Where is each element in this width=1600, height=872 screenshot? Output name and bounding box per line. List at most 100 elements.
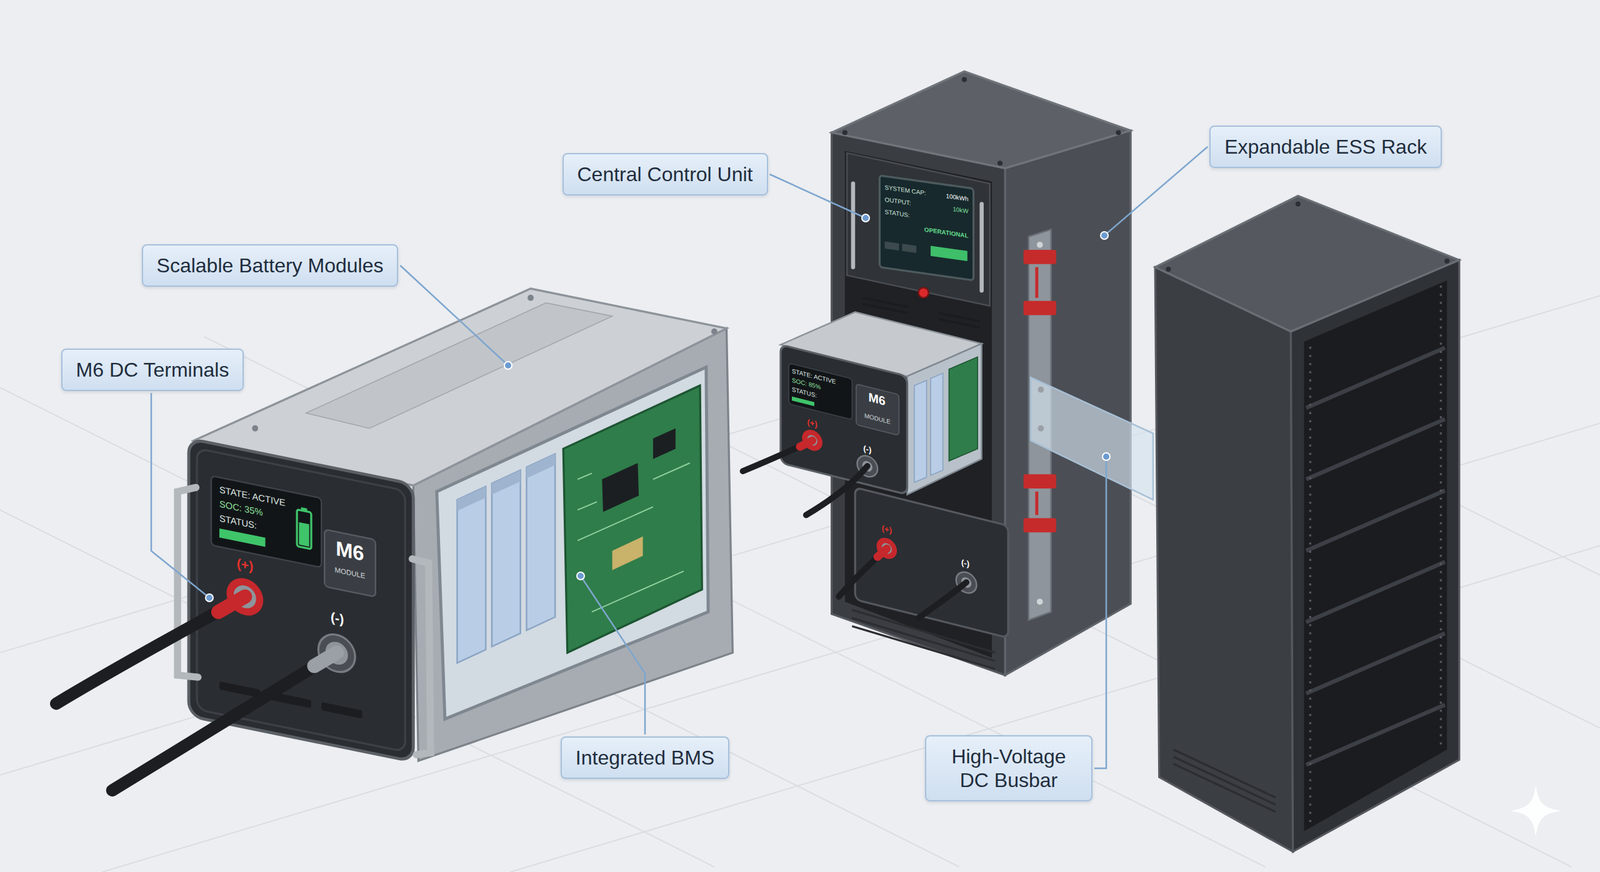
- rack-module-upper: [856, 384, 900, 436]
- callout-box: M6 DC Terminals: [61, 348, 245, 392]
- control-screen: [879, 175, 974, 281]
- module-front: [301, 507, 308, 512]
- panel-text: (-): [330, 610, 344, 627]
- empty-rack: [1306, 348, 1445, 766]
- ess-rack: [930, 373, 944, 476]
- panel-text: MODULE: [335, 566, 366, 580]
- ess-rack: [846, 153, 990, 307]
- leader-dot: [205, 594, 214, 602]
- battery-module: [526, 454, 555, 631]
- empty-rack: [1173, 750, 1276, 813]
- callout-box: High-Voltage DC Busbar: [925, 735, 1093, 803]
- ess-rack: [800, 440, 813, 447]
- callout-box: Expandable ESS Rack: [1209, 125, 1442, 169]
- module-front: [324, 529, 376, 597]
- leader-line: [1104, 146, 1208, 236]
- empty-rack: [1155, 195, 1460, 852]
- battery-module: [612, 536, 644, 571]
- battery-module: [527, 295, 534, 302]
- control-screen: [885, 241, 900, 251]
- battery-module: [412, 559, 431, 755]
- panel-frame: SYSTEM CAP:100kWhOUTPUT:10kWSTATUS:OPERA…: [879, 175, 974, 281]
- leader-dot: [1102, 453, 1110, 461]
- panel-text: 10kW: [952, 206, 969, 215]
- ess-rack: [851, 610, 995, 670]
- ess-rack: [842, 130, 848, 135]
- panel-text: (+): [236, 556, 254, 574]
- panel-text: (-): [863, 445, 872, 455]
- battery-module: [491, 470, 521, 647]
- battery-module: [577, 463, 690, 612]
- ess-rack: [1030, 377, 1154, 500]
- empty-rack: [1444, 258, 1450, 264]
- rack-module-upper: [791, 396, 815, 407]
- battery-module: [112, 653, 337, 791]
- battery-module: [601, 463, 639, 512]
- ess-rack: [948, 356, 978, 462]
- ess-rack: [806, 466, 868, 515]
- leader-line: [400, 265, 509, 366]
- empty-rack: [1165, 266, 1171, 272]
- callout-label: Expandable ESS Rack: [1224, 135, 1427, 159]
- ess-rack: [1036, 241, 1044, 249]
- module-front: [188, 438, 414, 762]
- ess-rack: [961, 76, 967, 82]
- battery-module: [218, 596, 245, 612]
- empty-rack: [1295, 201, 1301, 207]
- ess-rack: [1023, 250, 1057, 265]
- ess-rack: [1036, 598, 1044, 605]
- battery-module: [56, 596, 245, 704]
- ess-rack: [1115, 130, 1121, 135]
- callout-box: Central Control Unit: [562, 153, 769, 196]
- rack-module-lower: [876, 536, 897, 562]
- battery-module: [251, 425, 259, 432]
- module-front: [196, 448, 405, 753]
- ess-rack: [1037, 386, 1044, 394]
- panel-frame: STATE: ACTIVESOC: 35%STATUS:M6MODULE(+)(…: [188, 438, 414, 762]
- empty-rack: [1310, 285, 1441, 827]
- battery-module: [526, 454, 555, 479]
- empty-rack: [1155, 195, 1460, 332]
- ess-rack: [877, 548, 887, 557]
- panel-text: (+): [881, 525, 892, 536]
- callout-box: Scalable Battery Modules: [141, 244, 399, 287]
- battery-module: [653, 428, 676, 460]
- callout-label: M6 DC Terminals: [76, 358, 230, 382]
- module-front: [219, 681, 260, 699]
- panel-frame: STATE: ACTIVESOC: 85%STATUS:M6MODULE(+)(…: [780, 345, 907, 495]
- control-screen: [901, 243, 917, 254]
- module-front: [219, 528, 265, 548]
- callout-label: Central Control Unit: [577, 162, 754, 187]
- callout-label: Integrated BMS: [575, 746, 715, 770]
- battery-module: [306, 303, 613, 429]
- panel-text: STATUS:: [885, 208, 910, 219]
- module-front: [321, 702, 362, 719]
- sparkle-watermark: [1510, 785, 1562, 837]
- panel-text: M6: [868, 391, 885, 408]
- callout-label: Scalable Battery Modules: [156, 253, 384, 278]
- empty-rack: [1304, 280, 1448, 832]
- leader-dot: [1100, 231, 1109, 240]
- panel-text: MODULE: [864, 412, 891, 425]
- panel-text: OPERATIONAL: [924, 226, 969, 240]
- battery-module: [177, 487, 199, 678]
- battery-module: [56, 288, 733, 791]
- callout-label: High-Voltage DC Busbar: [940, 745, 1078, 794]
- ess-rack: [743, 71, 1154, 676]
- ess-rack: [1023, 518, 1057, 533]
- battery-module: [456, 486, 486, 664]
- module-front: [188, 438, 414, 762]
- ess-rack: [906, 343, 982, 495]
- ess-rack: [997, 160, 1003, 166]
- leader-line: [1094, 456, 1107, 769]
- ess-rack: [918, 582, 967, 619]
- ess-rack: [1037, 425, 1044, 432]
- rack-module-upper: [780, 345, 907, 495]
- panel-text: 100kWh: [945, 193, 969, 203]
- leader-dot: [504, 361, 512, 370]
- module-front: [298, 522, 309, 547]
- ess-rack: [918, 287, 929, 298]
- leader-line: [151, 393, 210, 599]
- ess-rack: [831, 71, 1131, 169]
